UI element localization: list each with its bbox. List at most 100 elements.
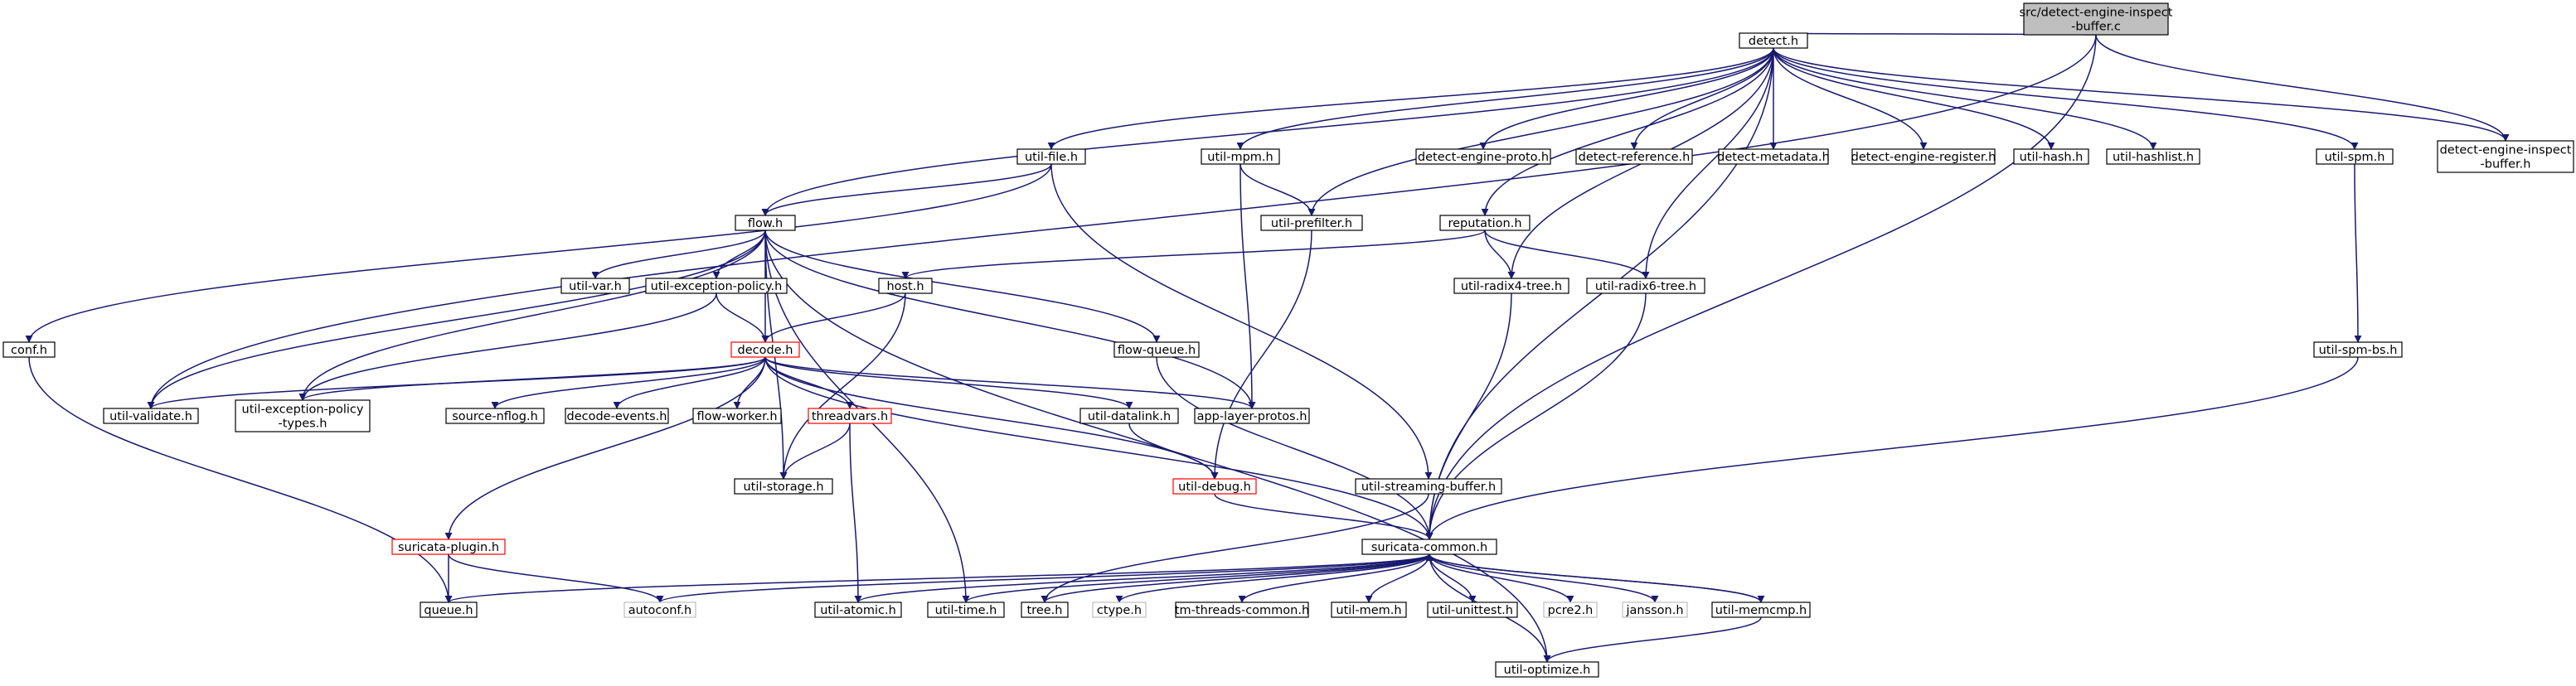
node-detect-engine-proto-h[interactable]: detect-engine-proto.h xyxy=(1415,148,1551,165)
node-decode-h[interactable]: decode.h xyxy=(730,341,800,358)
edge-util-radix6-tree-h-to-suricata-common-h xyxy=(1425,292,1647,540)
node-decode-events-h[interactable]: decode-events.h xyxy=(565,408,669,424)
node-label: util-spm.h xyxy=(2325,151,2385,164)
node-ctype-h[interactable]: ctype.h xyxy=(1092,601,1147,618)
node-suricata-common-h[interactable]: suricata-common.h xyxy=(1361,539,1497,555)
node-util-hashlist-h[interactable]: util-hashlist.h xyxy=(2106,148,2200,165)
edge-util-exception-policy-h-to-util-exception-policy-types-h xyxy=(298,292,717,401)
node-util-atomic-h[interactable]: util-atomic.h xyxy=(814,601,902,618)
edge-suricata-common-h-to-util-atomic-h xyxy=(854,553,1430,603)
node-util-datalink-h[interactable]: util-datalink.h xyxy=(1079,408,1179,424)
node-util-exception-policy-types-h[interactable]: util-exception-policy-types.h xyxy=(235,399,371,432)
node-util-validate-h[interactable]: util-validate.h xyxy=(103,408,199,424)
node-box xyxy=(1543,601,1598,618)
edge-suricata-common-h-to-tree-h xyxy=(1041,553,1430,603)
node-box xyxy=(2013,148,2089,165)
node-util-mem-h[interactable]: util-mem.h xyxy=(1331,601,1407,618)
edge-util-file-h-to-util-streaming-buffer-h xyxy=(1050,163,1433,480)
node-label-line: util-spm-bs.h xyxy=(2319,344,2398,357)
node-util-storage-h[interactable]: util-storage.h xyxy=(734,478,833,495)
node-detect-metadata-h[interactable]: detect-metadata.h xyxy=(1717,148,1830,165)
node-box xyxy=(445,408,545,424)
node-suricata-plugin-h[interactable]: suricata-plugin.h xyxy=(391,539,506,555)
node-util-unittest-h[interactable]: util-unittest.h xyxy=(1427,601,1518,618)
node-tree-h[interactable]: tree.h xyxy=(1021,601,1069,618)
node-source-nflog-h[interactable]: source-nflog.h xyxy=(445,408,545,424)
node-label: decode-events.h xyxy=(567,410,667,423)
node-root[interactable]: src/detect-engine-inspect-buffer.c xyxy=(2020,2,2173,36)
edge-reputation-h-to-host-h xyxy=(901,229,1486,279)
node-box xyxy=(391,539,506,555)
node-label-line: jansson.h xyxy=(1625,604,1683,617)
node-flow-worker-h[interactable]: flow-worker.h xyxy=(692,408,782,424)
edge-suricata-common-h-to-tm-threads-common-h xyxy=(1238,553,1430,603)
node-detect-reference-h[interactable]: detect-reference.h xyxy=(1575,148,1693,165)
node-util-optimize-h[interactable]: util-optimize.h xyxy=(1495,661,1599,678)
node-util-mpm-h[interactable]: util-mpm.h xyxy=(1201,148,1280,165)
node-label-line: -buffer.h xyxy=(2481,158,2531,172)
node-util-radix6-tree-h[interactable]: util-radix6-tree.h xyxy=(1586,278,1705,294)
node-util-streaming-buffer-h[interactable]: util-streaming-buffer.h xyxy=(1355,478,1502,495)
node-flow-h[interactable]: flow.h xyxy=(735,215,796,231)
edge-util-streaming-buffer-h-to-tree-h xyxy=(1041,493,1429,603)
node-util-radix4-tree-h[interactable]: util-radix4-tree.h xyxy=(1453,278,1569,294)
node-box xyxy=(1331,601,1407,618)
node-label-line: tm-threads-common.h xyxy=(1175,604,1309,617)
node-label: util-exception-policy.h xyxy=(651,280,783,293)
node-label-line: ctype.h xyxy=(1097,604,1142,617)
node-detect-engine-register-h[interactable]: detect-engine-register.h xyxy=(1851,148,1996,165)
node-box xyxy=(560,278,630,294)
node-box xyxy=(2313,341,2403,358)
node-pcre2-h[interactable]: pcre2.h xyxy=(1543,601,1598,618)
node-util-file-h[interactable]: util-file.h xyxy=(1016,148,1086,165)
node-util-memcmp-h[interactable]: util-memcmp.h xyxy=(1711,601,1811,618)
node-box xyxy=(623,601,696,618)
node-queue-h[interactable]: queue.h xyxy=(420,601,478,618)
node-label-line: util-radix6-tree.h xyxy=(1595,280,1696,293)
node-label: util-time.h xyxy=(935,604,997,617)
node-box xyxy=(1016,148,1086,165)
node-label-line: util-spm.h xyxy=(2325,151,2385,164)
node-detect-engine-inspect-buffer-h[interactable]: detect-engine-inspect-buffer.h xyxy=(2437,140,2574,173)
node-conf-h[interactable]: conf.h xyxy=(2,341,56,358)
node-util-spm-bs-h[interactable]: util-spm-bs.h xyxy=(2313,341,2403,358)
node-host-h[interactable]: host.h xyxy=(878,278,933,294)
node-label: detect-engine-inspect-buffer.h xyxy=(2440,144,2572,172)
node-util-prefilter-h[interactable]: util-prefilter.h xyxy=(1260,215,1363,231)
node-label-line: util-var.h xyxy=(569,280,622,293)
node-label: util-radix6-tree.h xyxy=(1595,280,1696,293)
edge-util-file-h-to-conf-h xyxy=(25,163,1052,343)
node-label: util-hash.h xyxy=(2020,151,2084,164)
edge-util-file-h-to-flow-h xyxy=(761,163,1052,216)
node-flow-queue-h[interactable]: flow-queue.h xyxy=(1113,341,1200,358)
node-app-layer-protos-h[interactable]: app-layer-protos.h xyxy=(1194,408,1310,424)
edge-detect-h-to-detect-engine-inspect-buffer-h xyxy=(1773,47,2510,142)
node-tm-threads-common-h[interactable]: tm-threads-common.h xyxy=(1175,601,1309,618)
node-label-line: suricata-common.h xyxy=(1371,541,1487,554)
node-util-spm-h[interactable]: util-spm.h xyxy=(2316,148,2394,165)
node-label: util-memcmp.h xyxy=(1715,604,1807,617)
node-label-line: source-nflog.h xyxy=(452,410,538,423)
node-util-hash-h[interactable]: util-hash.h xyxy=(2013,148,2089,165)
node-util-time-h[interactable]: util-time.h xyxy=(927,601,1005,618)
edge-suricata-common-h-to-queue-h xyxy=(444,553,1430,603)
node-util-exception-policy-h[interactable]: util-exception-policy.h xyxy=(645,278,788,294)
node-autoconf-h[interactable]: autoconf.h xyxy=(623,601,696,618)
node-label: util-debug.h xyxy=(1178,481,1251,494)
node-jansson-h[interactable]: jansson.h xyxy=(1622,601,1688,618)
node-label: detect-metadata.h xyxy=(1717,151,1830,164)
edge-detect-h-to-util-hash-h xyxy=(1773,47,2055,150)
node-detect-h[interactable]: detect.h xyxy=(1739,32,1808,49)
node-util-debug-h[interactable]: util-debug.h xyxy=(1172,478,1257,495)
edge-host-h-to-util-storage-h xyxy=(779,292,906,480)
node-label: source-nflog.h xyxy=(452,410,538,423)
node-util-var-h[interactable]: util-var.h xyxy=(560,278,630,294)
edge-util-prefilter-h-to-util-debug-h xyxy=(1210,229,1312,480)
edge-suricata-common-h-to-jansson-h xyxy=(1429,553,1659,603)
node-threadvars-h[interactable]: threadvars.h xyxy=(808,408,892,424)
node-reputation-h[interactable]: reputation.h xyxy=(1439,215,1531,231)
node-label-line: -buffer.c xyxy=(2071,21,2121,34)
node-box xyxy=(2437,140,2574,173)
node-label: queue.h xyxy=(424,604,473,617)
